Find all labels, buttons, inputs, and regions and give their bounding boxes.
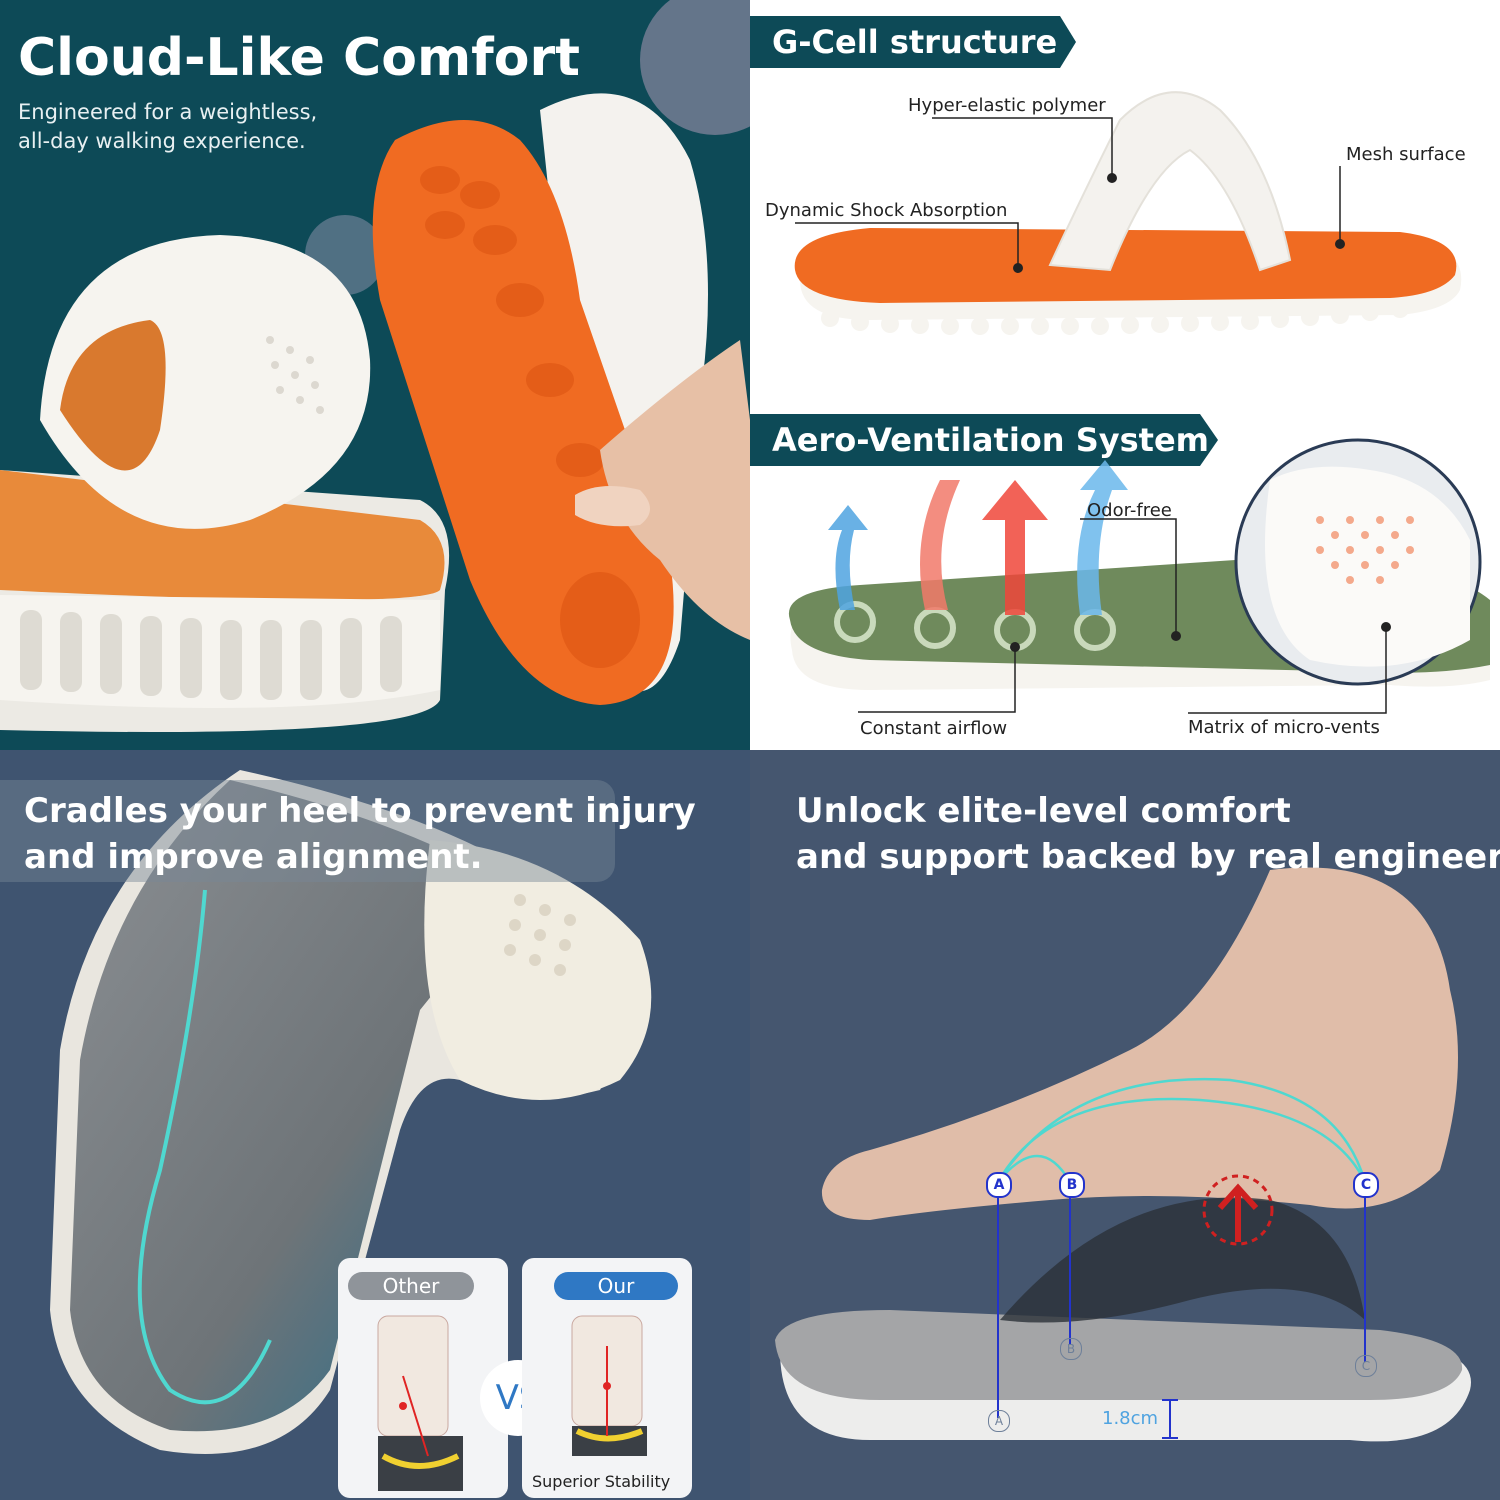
foot-xray-our-icon bbox=[571, 1315, 647, 1456]
panel-headline: Cradles your heel to prevent injury and … bbox=[24, 788, 696, 880]
banner-aero-ventilation: Aero-Ventilation System bbox=[772, 421, 1209, 459]
banner-shape-top bbox=[750, 16, 1076, 68]
headline-line-2: and improve alignment. bbox=[24, 837, 483, 877]
label-hyper-elastic-polymer: Hyper-elastic polymer bbox=[908, 95, 1106, 116]
banner-shape-bottom bbox=[750, 414, 1218, 466]
panel-heel-cradle: Cradles your heel to prevent injury and … bbox=[0, 750, 750, 1500]
arch-height-label: 1.8cm bbox=[1102, 1408, 1159, 1429]
label-odor-free: Odor-free bbox=[1087, 500, 1172, 521]
point-marker-b-base: B bbox=[1060, 1338, 1082, 1360]
point-marker-a: A bbox=[986, 1172, 1012, 1198]
panel-headline: Unlock elite-level comfort and support b… bbox=[796, 788, 1500, 880]
foot-xray-other-icon bbox=[377, 1315, 463, 1491]
compare-caption: Superior Stability bbox=[532, 1472, 671, 1491]
label-dynamic-shock-absorption: Dynamic Shock Absorption bbox=[765, 200, 1008, 221]
panel-cloud-comfort: Cloud-Like Comfort Engineered for a weig… bbox=[0, 0, 750, 750]
panel-arch-support: Unlock elite-level comfort and support b… bbox=[750, 750, 1500, 1500]
lift-indicator bbox=[1202, 1174, 1274, 1246]
headline-line-1: Unlock elite-level comfort bbox=[796, 791, 1291, 831]
foot-arch-illustration bbox=[775, 867, 1471, 1442]
headline-line-1: Cradles your heel to prevent injury bbox=[24, 791, 696, 831]
subtitle-line-2: all-day walking experience. bbox=[18, 129, 306, 153]
compare-label-our: Our bbox=[554, 1272, 678, 1300]
label-micro-vents: Matrix of micro-vents bbox=[1188, 717, 1380, 738]
point-marker-c: C bbox=[1353, 1172, 1379, 1198]
point-marker-c-base: C bbox=[1355, 1355, 1377, 1377]
compare-card-other: Other bbox=[338, 1258, 508, 1498]
label-constant-airflow: Constant airflow bbox=[860, 718, 1008, 739]
headline-line-2: and support backed by real engineering. bbox=[796, 837, 1500, 877]
structure-diagram bbox=[750, 16, 1490, 714]
label-mesh-surface: Mesh surface bbox=[1346, 144, 1466, 165]
panel-subtitle: Engineered for a weightless, all-day wal… bbox=[18, 98, 348, 156]
point-marker-a-base: A bbox=[988, 1410, 1010, 1432]
banner-gcell: G-Cell structure bbox=[772, 23, 1058, 61]
subtitle-line-1: Engineered for a weightless, bbox=[18, 100, 318, 124]
panel-title: Cloud-Like Comfort bbox=[18, 28, 580, 88]
heel-insole-illustration bbox=[50, 770, 652, 1454]
point-marker-b: B bbox=[1059, 1172, 1085, 1198]
compare-label-other: Other bbox=[348, 1272, 474, 1300]
panel-structure-ventilation: G-Cell structure Hyper-elastic polymer M… bbox=[750, 0, 1500, 750]
compare-card-our: Our Superior Stability bbox=[522, 1258, 692, 1498]
insole-illustration-orange bbox=[0, 0, 750, 732]
headline-backdrop bbox=[0, 780, 615, 882]
